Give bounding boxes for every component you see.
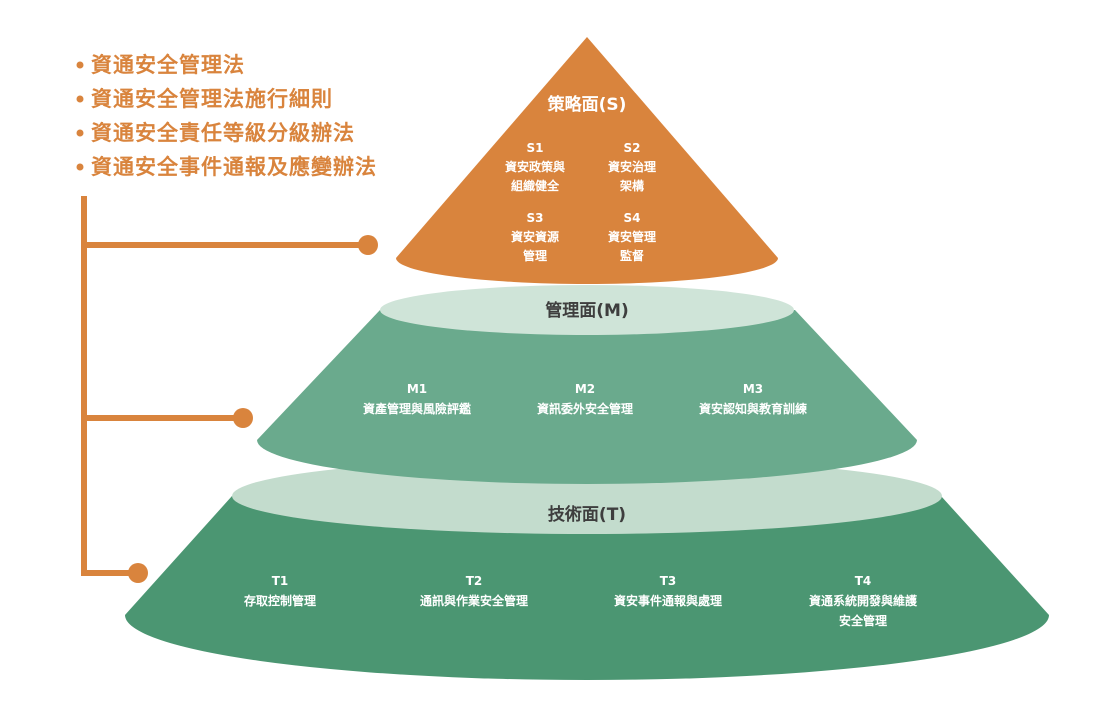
technical-item-t1: T1 存取控制管理 [243, 574, 316, 608]
law-bullet [76, 61, 84, 69]
strategy-item-code: S4 [624, 211, 641, 225]
technical-item-code: T3 [660, 574, 677, 588]
law-bullet [76, 129, 84, 137]
technical-item-code: T1 [272, 574, 289, 588]
strategy-layer-body [396, 37, 778, 284]
management-layer: 管理面(M) M1 資產管理與風險評鑑 M2 資訊委外安全管理 M3 資安認知與教育訓練 [257, 285, 917, 484]
technical-item-t4: T4 資通系統開發與維護安全管理 [809, 574, 918, 628]
bracket-dot-technical [128, 563, 148, 583]
technical-layer-title: 技術面(T) [548, 504, 626, 525]
technical-item-code: T4 [855, 574, 872, 588]
law-bullet [76, 95, 84, 103]
strategy-item-s2: S2 資安治理架構 [608, 141, 656, 193]
technical-layer-body [125, 496, 1049, 680]
technical-item-code: T2 [466, 574, 483, 588]
management-item-label: 資安認知與教育訓練 [699, 401, 807, 416]
management-layer-title: 管理面(M) [545, 300, 628, 321]
bracket-dot-management [233, 408, 253, 428]
technical-item-label: 存取控制管理 [243, 593, 316, 608]
strategy-items: S1 資安政策與組織健全 S2 資安治理架構 S3 資安資源管理 S4 資安管理監督 [505, 141, 656, 263]
strategy-layer-title: 策略面(S) [548, 94, 627, 115]
strategy-item-code: S2 [624, 141, 641, 155]
strategy-item-label: 架構 [619, 178, 644, 193]
technical-items: T1 存取控制管理 T2 通訊與作業安全管理 T3 資安事件通報與處理 T4 資通系統開發與維… [243, 574, 918, 628]
law-item: 資通安全事件通報及應變辦法 [91, 155, 377, 179]
management-layer-body [257, 310, 917, 484]
strategy-item-label: 監督 [620, 248, 644, 263]
management-item-code: M1 [407, 382, 427, 396]
strategy-layer: 策略面(S) S1 資安政策與組織健全 S2 資安治理架構 S3 資安資源管理 S4 資安管理… [396, 37, 778, 284]
technical-item-label: 通訊與作業安全管理 [420, 593, 528, 608]
management-item-code: M2 [575, 382, 595, 396]
law-item: 資通安全管理法施行細則 [91, 87, 333, 111]
strategy-item-s4: S4 資安管理監督 [608, 211, 656, 263]
law-item: 資通安全責任等級分級辦法 [91, 121, 355, 145]
management-item-m1: M1 資產管理與風險評鑑 [363, 382, 471, 416]
strategy-item-label: 資安管理 [608, 229, 656, 244]
management-item-label: 資訊委外安全管理 [537, 401, 633, 416]
strategy-item-label: 資安政策與 [505, 159, 565, 174]
technical-item-t3: T3 資安事件通報與處理 [614, 574, 722, 608]
technical-item-t2: T2 通訊與作業安全管理 [420, 574, 528, 608]
strategy-item-s1: S1 資安政策與組織健全 [505, 141, 565, 193]
strategy-item-label: 管理 [523, 248, 547, 263]
law-item: 資通安全管理法 [91, 53, 245, 77]
management-item-code: M3 [743, 382, 763, 396]
strategy-item-s3: S3 資安資源管理 [511, 211, 559, 263]
management-item-m3: M3 資安認知與教育訓練 [699, 382, 807, 416]
law-bullet [76, 163, 84, 171]
strategy-item-label: 組織健全 [511, 178, 560, 193]
law-list: 資通安全管理法 資通安全管理法施行細則 資通安全責任等級分級辦法 資通安全事件通… [76, 53, 377, 179]
technical-layer: 技術面(T) T1 存取控制管理 T2 通訊與作業安全管理 T3 資安事件通報與處理 T4 資… [125, 458, 1049, 680]
technical-item-label: 安全管理 [839, 613, 887, 628]
management-item-m2: M2 資訊委外安全管理 [537, 382, 633, 416]
technical-item-label: 資安事件通報與處理 [614, 593, 722, 608]
bracket-dot-strategy [358, 235, 378, 255]
strategy-item-label: 資安資源 [511, 229, 559, 244]
management-item-label: 資產管理與風險評鑑 [363, 401, 471, 416]
technical-item-label: 資通系統開發與維護 [809, 593, 918, 608]
management-layer-top [380, 285, 794, 335]
strategy-item-code: S1 [527, 141, 544, 155]
management-items: M1 資產管理與風險評鑑 M2 資訊委外安全管理 M3 資安認知與教育訓練 [363, 382, 807, 416]
strategy-item-label: 資安治理 [608, 159, 656, 174]
strategy-item-code: S3 [527, 211, 544, 225]
